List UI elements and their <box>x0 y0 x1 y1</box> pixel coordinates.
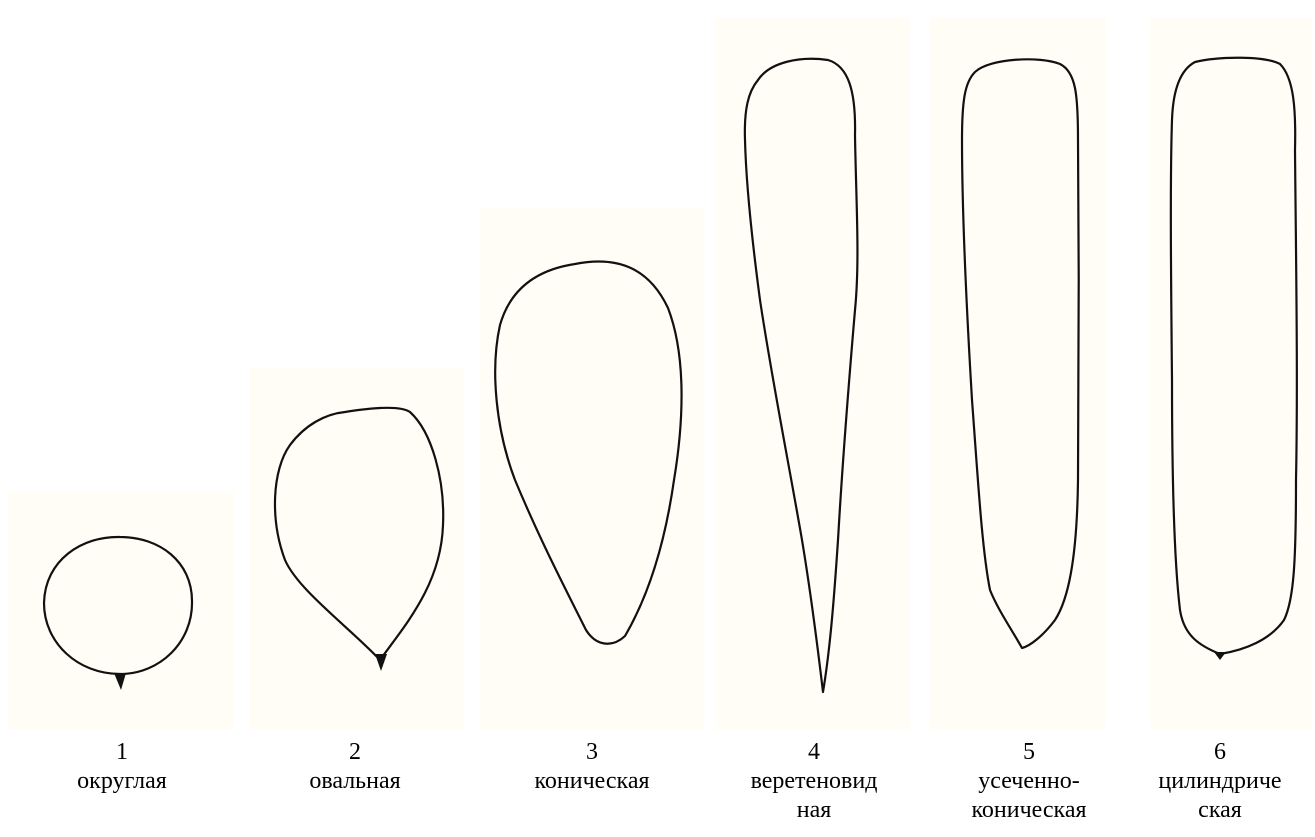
panel-background-5 <box>930 18 1106 730</box>
shape-name-line: веретеновид <box>714 767 914 796</box>
shape-name-line: коническая <box>929 796 1129 825</box>
shape-number: 2 <box>255 738 455 767</box>
caption-shape-1: 1 округлая <box>22 738 222 796</box>
shape-number: 3 <box>492 738 692 767</box>
shape-number: 5 <box>929 738 1129 767</box>
shape-name-line: округлая <box>22 767 222 796</box>
shape-number: 4 <box>714 738 914 767</box>
caption-shape-2: 2 овальная <box>255 738 455 796</box>
panel-background-1 <box>8 492 234 730</box>
shape-name-line: ская <box>1120 796 1315 825</box>
caption-shape-4: 4 веретеновид ная <box>714 738 914 825</box>
caption-shape-6: 6 цилиндриче ская <box>1120 738 1315 825</box>
shape-name-line: цилиндриче <box>1120 767 1315 796</box>
caption-shape-3: 3 коническая <box>492 738 692 796</box>
caption-shape-5: 5 усеченно- коническая <box>929 738 1129 825</box>
panel-background-6 <box>1150 18 1312 730</box>
shape-name-line: коническая <box>492 767 692 796</box>
shape-name-line: усеченно- <box>929 767 1129 796</box>
shape-number: 6 <box>1120 738 1315 767</box>
shape-name-line: ная <box>714 796 914 825</box>
panel-background-3 <box>480 208 704 730</box>
shape-number: 1 <box>22 738 222 767</box>
shape-name-line: овальная <box>255 767 455 796</box>
